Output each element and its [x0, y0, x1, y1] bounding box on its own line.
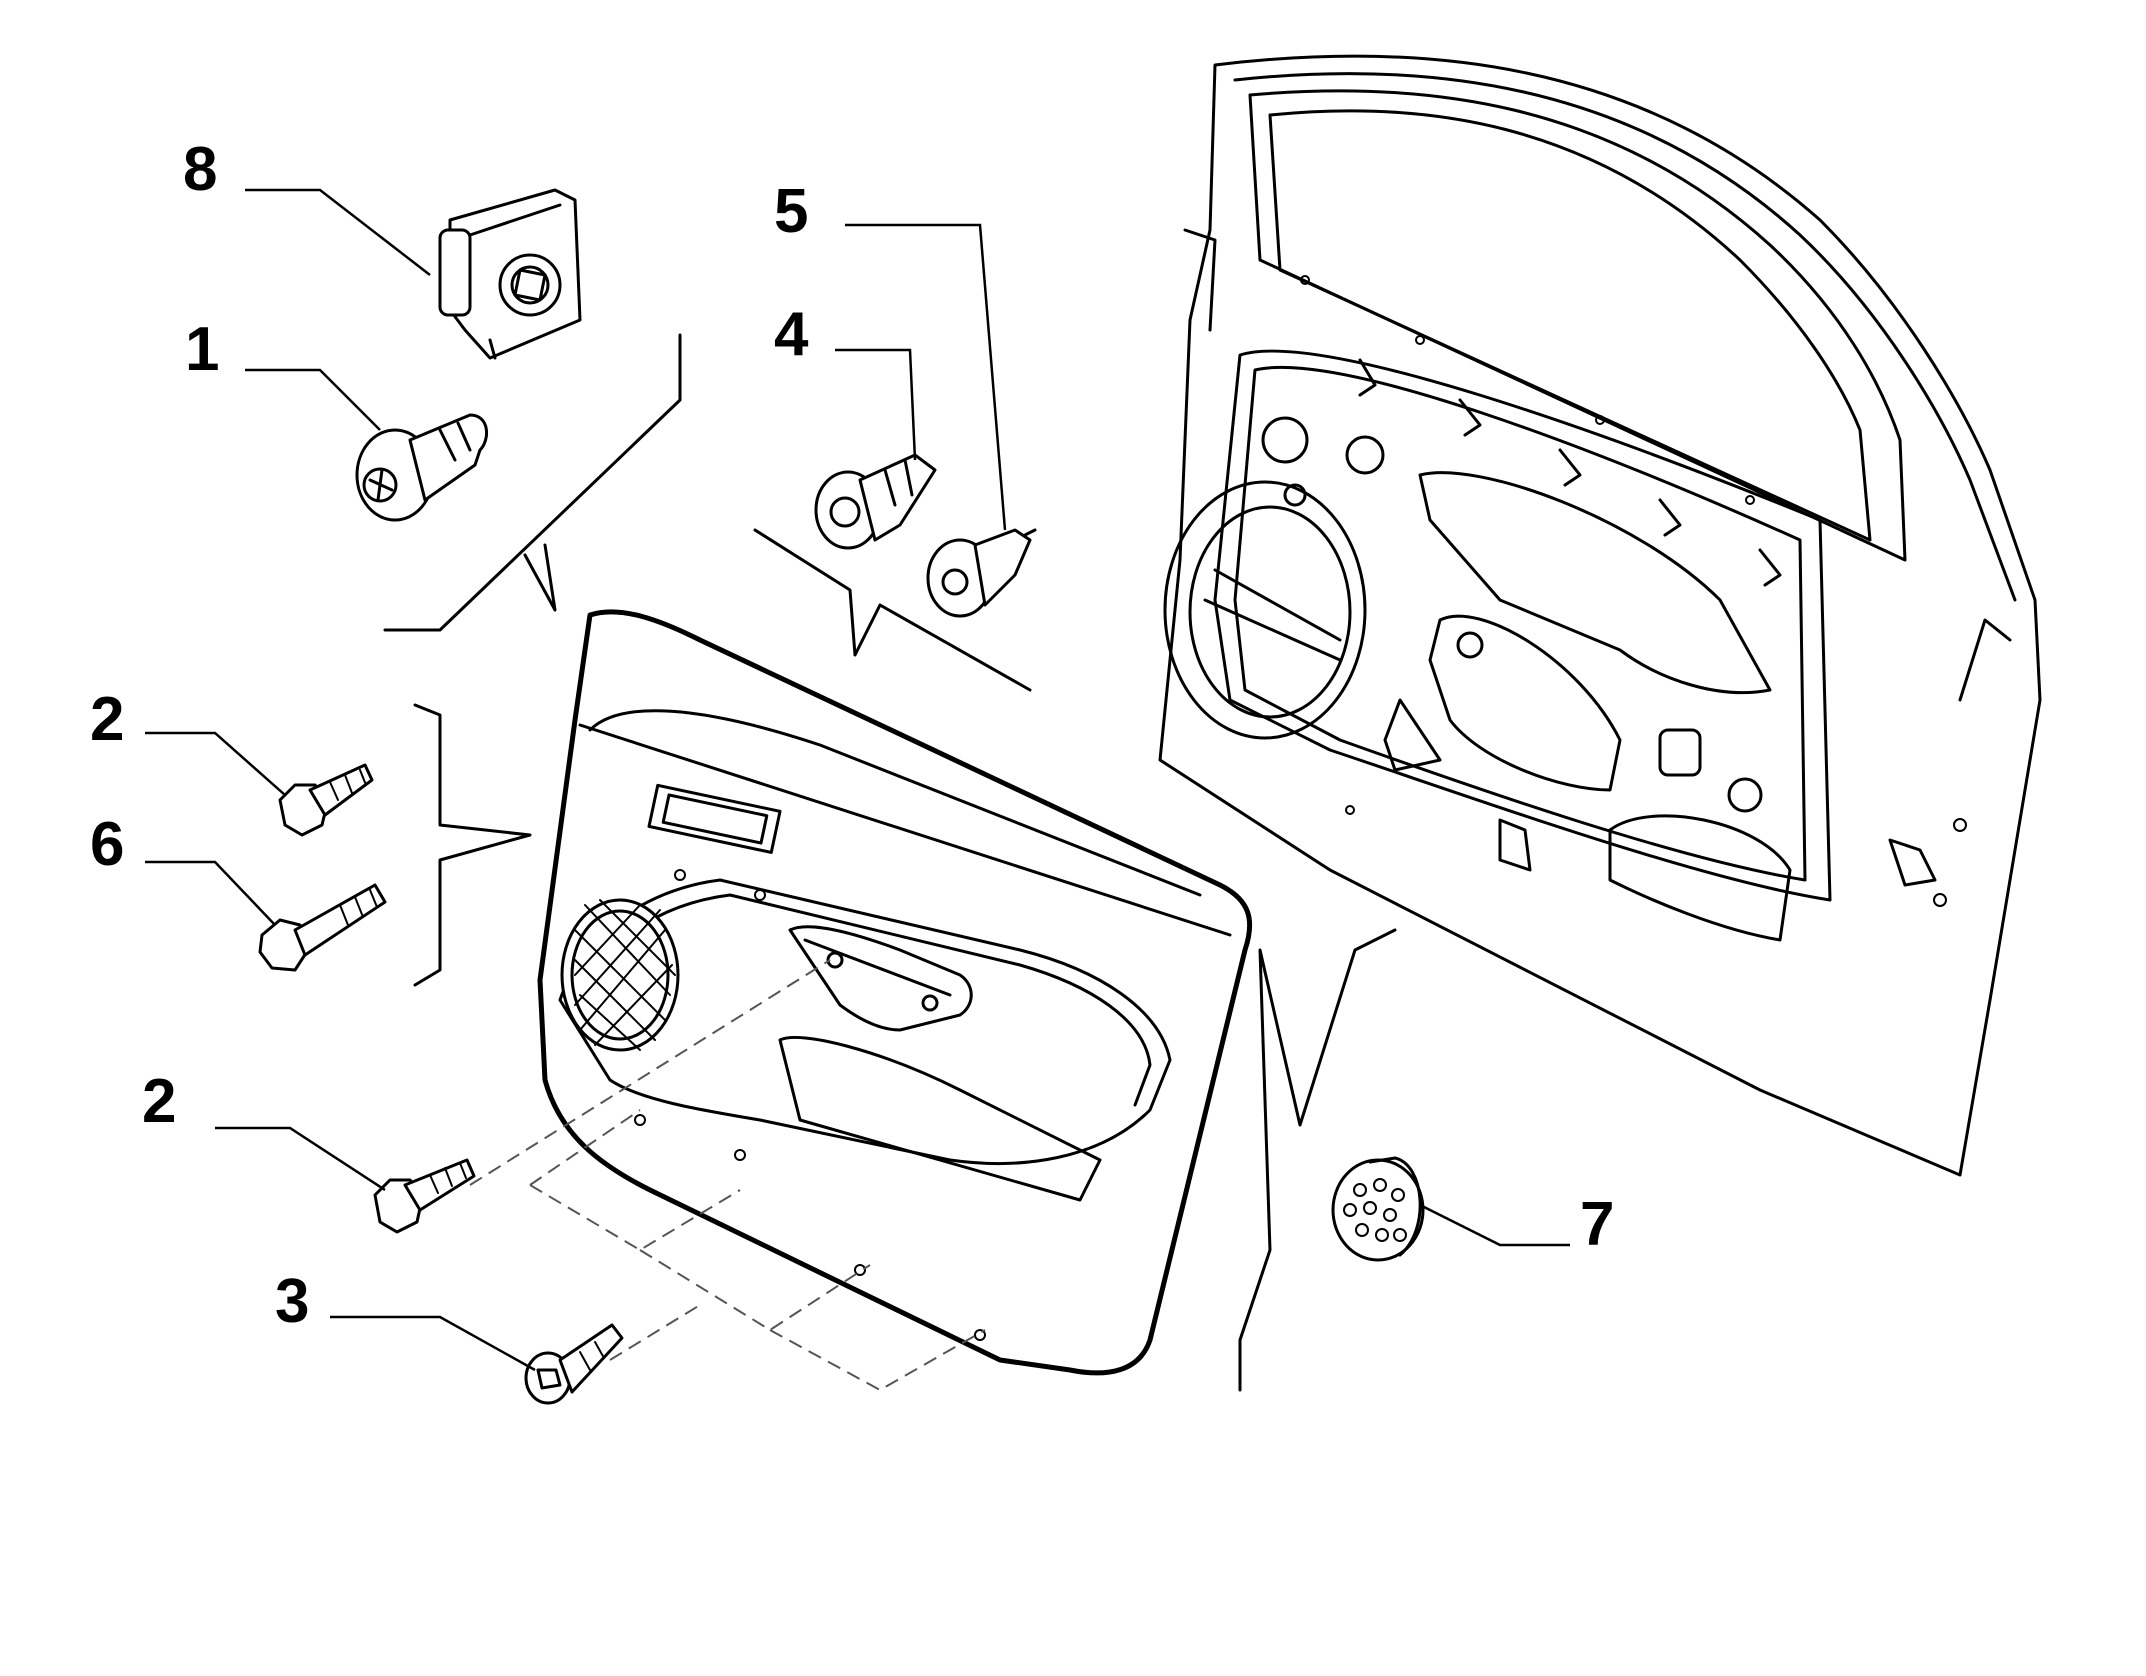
- leader-3: [330, 1315, 536, 1372]
- leader-8: [245, 188, 431, 276]
- part-8-switch-bezel: [438, 188, 582, 360]
- callout-7: 7: [1580, 1190, 1614, 1259]
- leader-2b: [215, 1126, 386, 1192]
- part-1-push-clip: [355, 413, 489, 522]
- callout-1: 1: [185, 315, 219, 384]
- callout-5: 5: [774, 177, 808, 246]
- door-trim-panel: [537, 609, 1253, 1376]
- leader-lines: [145, 188, 1570, 1372]
- callout-6: 6: [90, 810, 124, 879]
- leader-1: [245, 368, 381, 431]
- part-7-speaker-grille: [1331, 1156, 1425, 1262]
- leader-6: [145, 860, 276, 926]
- part-4-push-rivet: [814, 453, 937, 550]
- part-5-pin-clip: [926, 528, 1037, 618]
- leader-2a: [145, 731, 286, 796]
- part-2-flange-bolt-upper: [278, 763, 374, 837]
- part-2-flange-bolt-lower: [373, 1158, 476, 1234]
- callout-2-upper: 2: [90, 685, 124, 754]
- door-shell: [1158, 54, 2042, 1177]
- part-6-hex-bolt: [258, 883, 387, 972]
- callout-8: 8: [183, 135, 217, 204]
- leader-5: [845, 223, 1007, 531]
- part-3-socket-bolt: [524, 1323, 624, 1405]
- callout-labels: 8 1 5 4 2 6 2 3 7: [90, 135, 1614, 1336]
- leader-7: [1419, 1203, 1570, 1247]
- callout-3: 3: [275, 1267, 309, 1336]
- callout-4: 4: [774, 300, 809, 369]
- callout-2-lower: 2: [142, 1067, 176, 1136]
- bracket-guides: [383, 333, 1397, 1392]
- leader-4: [835, 348, 917, 461]
- install-guide-lines: [469, 959, 986, 1392]
